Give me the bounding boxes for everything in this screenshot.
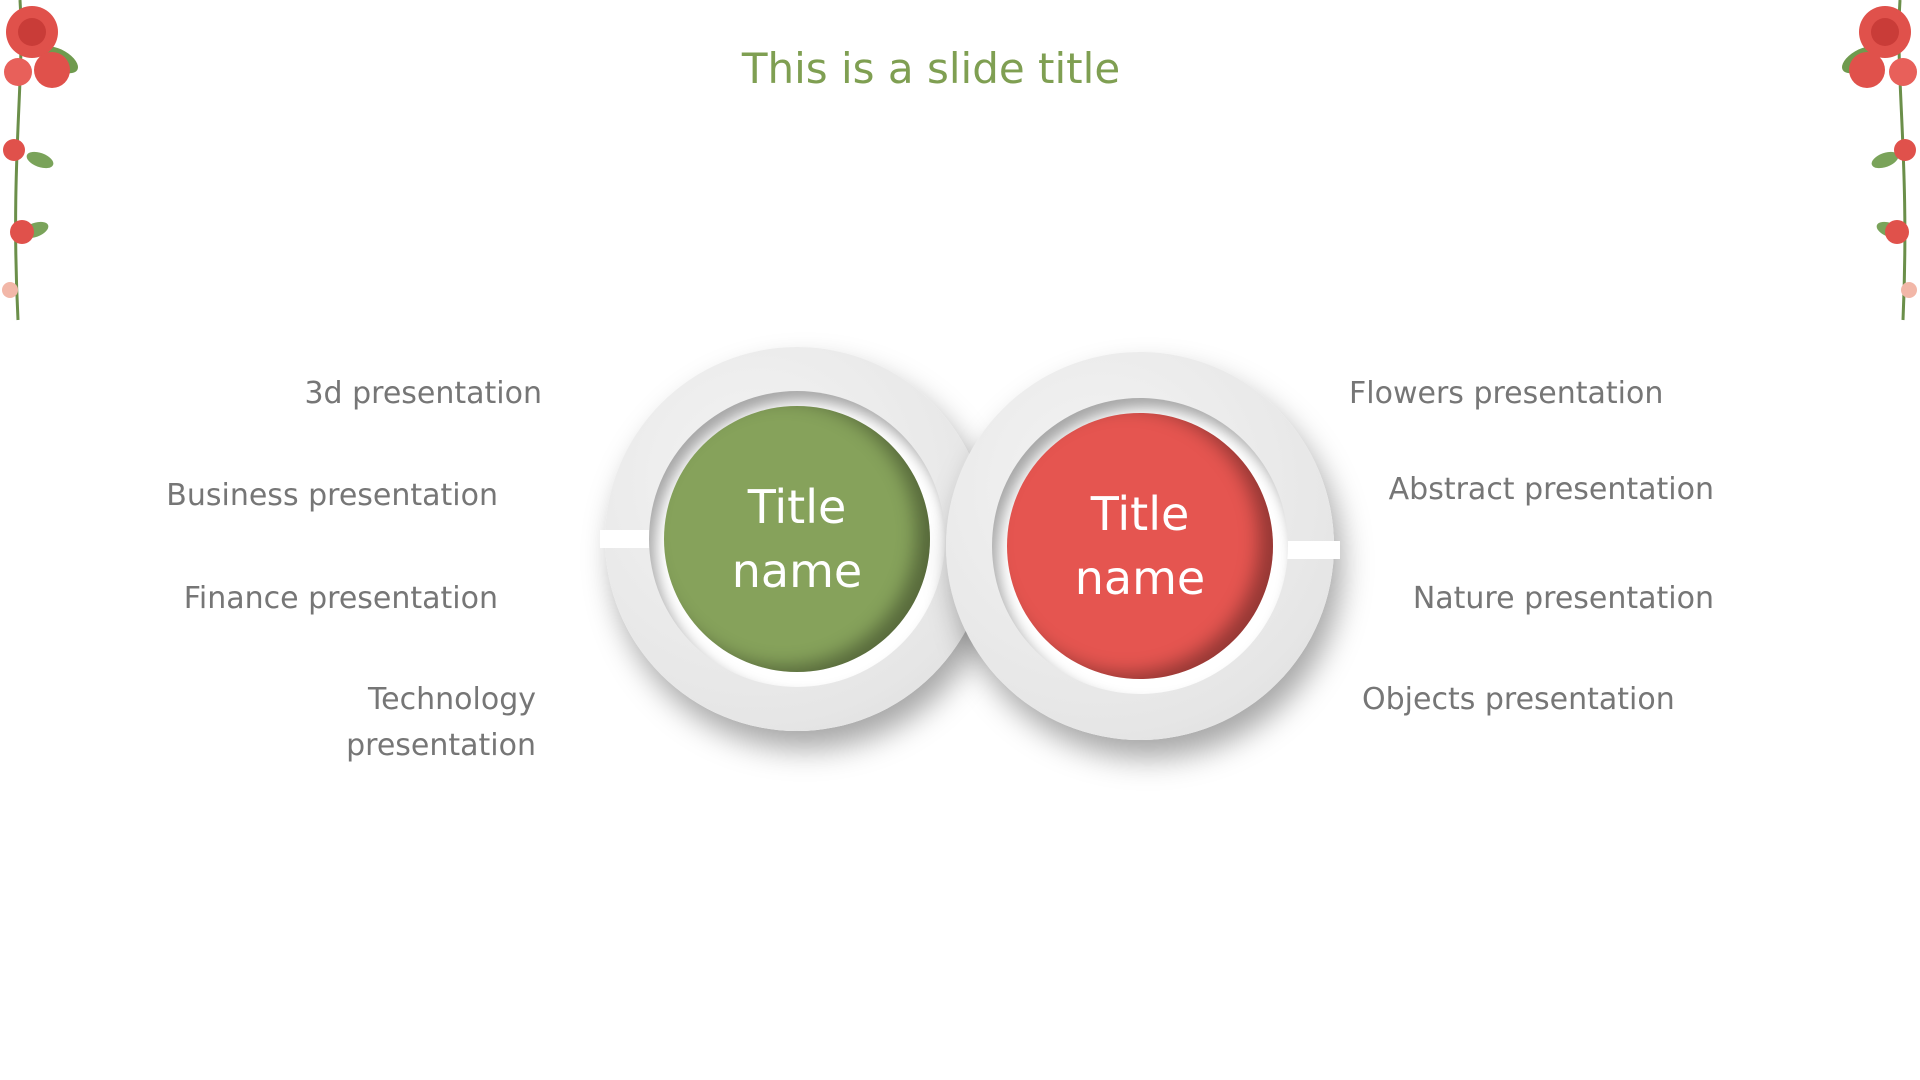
label-technology-line1: Technology	[367, 682, 536, 717]
rose-vine-decoration-left	[2, 0, 79, 321]
left-ring-notch	[600, 530, 660, 548]
right-circle-title-line1: Title	[1090, 487, 1190, 541]
label-business-presentation: Business presentation	[166, 478, 498, 513]
label-3d-presentation: 3d presentation	[304, 376, 542, 411]
label-technology-line2: presentation	[346, 728, 536, 763]
left-title-circle[interactable]: Title name	[664, 406, 930, 672]
label-flowers-presentation: Flowers presentation	[1349, 376, 1664, 411]
left-circle-title-line1: Title	[747, 480, 847, 534]
right-circle-title-line2: name	[1074, 551, 1206, 605]
right-title-circle[interactable]: Title name	[1007, 413, 1273, 679]
slide-title: This is a slide title	[741, 44, 1121, 93]
label-objects-presentation: Objects presentation	[1362, 682, 1675, 717]
label-nature-presentation: Nature presentation	[1412, 581, 1714, 616]
label-finance-presentation: Finance presentation	[183, 581, 498, 616]
right-ring-notch	[1280, 541, 1340, 559]
rose-vine-decoration-right	[1841, 0, 1917, 321]
label-abstract-presentation: Abstract presentation	[1388, 472, 1714, 507]
left-circle-title-line2: name	[731, 544, 863, 598]
